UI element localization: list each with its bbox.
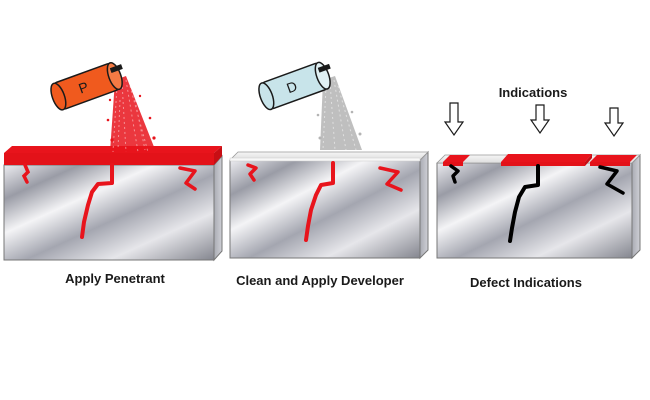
panel-defect-indications: [436, 102, 641, 260]
crack-right: [178, 166, 197, 191]
specimen-side-face: [419, 150, 429, 260]
specimen-side-face: [213, 154, 223, 262]
crack-left: [21, 163, 31, 184]
crack-center: [304, 161, 335, 242]
caption-clean-apply-developer: Clean and Apply Developer: [236, 273, 404, 288]
crack-left: [449, 164, 460, 184]
panel-apply-penetrant: P: [3, 61, 223, 262]
caption-defect-indications: Defect Indications: [470, 275, 582, 290]
crack-center: [508, 164, 540, 243]
crack-left: [246, 163, 258, 182]
penetrant-spray: [106, 76, 156, 153]
crack-center: [80, 163, 114, 239]
indication-center: [501, 154, 592, 166]
down-arrow-icon: [443, 102, 465, 137]
specimen-front-face: [3, 164, 215, 261]
specimen-front-face: [229, 159, 421, 259]
specimen-side-face: [631, 153, 641, 260]
penetrant-can-icon: P: [50, 61, 123, 111]
penetrant-layer-side: [214, 146, 222, 165]
crack-right: [378, 166, 403, 192]
indication-left: [443, 155, 470, 166]
developer-layer: [229, 157, 421, 162]
down-arrow-icon: [529, 104, 551, 135]
penetrant-layer-front: [4, 153, 214, 165]
specimen-front-face: [436, 162, 633, 259]
caption-apply-penetrant: Apply Penetrant: [65, 271, 165, 286]
developer-can-icon: D: [258, 61, 331, 111]
developer-spray: [316, 76, 362, 151]
indication-right: [590, 155, 637, 166]
down-arrow-icon: [603, 107, 625, 138]
crack-right: [598, 165, 625, 195]
indications-label: Indications: [498, 85, 568, 100]
panel-apply-developer: D: [229, 61, 429, 260]
